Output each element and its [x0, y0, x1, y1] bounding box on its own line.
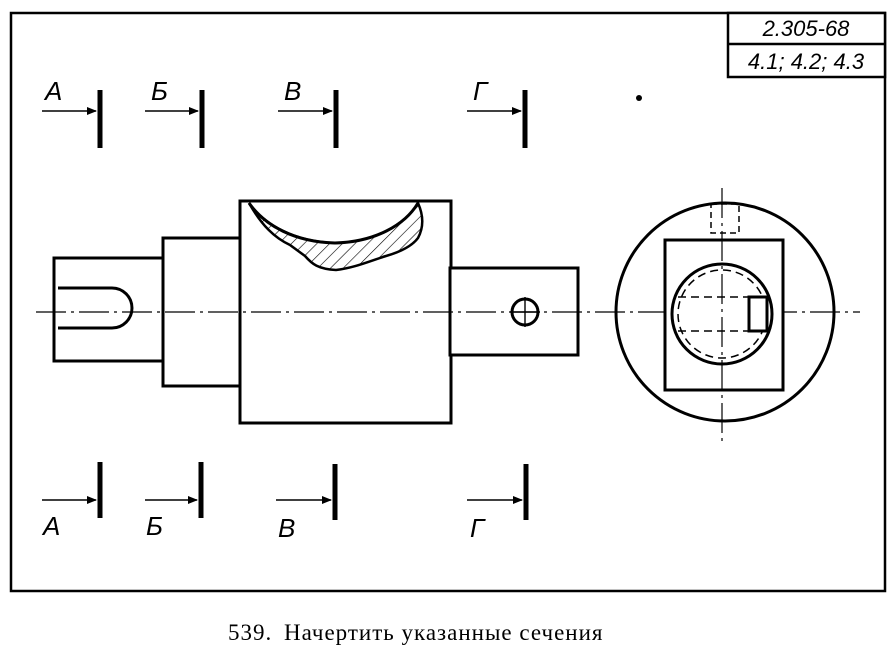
section-label-b-top: Б: [151, 76, 168, 106]
section-label-a-top: А: [43, 76, 62, 106]
section-label-g-bottom: Г: [470, 513, 486, 543]
section-markers-bottom: А Б В Г: [41, 462, 529, 543]
shaft-side-view: [614, 188, 836, 442]
section-label-v-bottom: В: [278, 513, 295, 543]
caption-number: 539.: [228, 620, 272, 645]
section-marker-a-bottom: А: [41, 462, 103, 541]
section-marker-b-bottom: Б: [145, 462, 204, 541]
section-marker-v-bottom: В: [276, 464, 338, 543]
title-block: 2.305-68 4.1; 4.2; 4.3: [726, 11, 887, 79]
standard-number: 2.305-68: [762, 16, 851, 41]
figure-caption: 539. Начертить указанные сечения: [228, 620, 603, 645]
keyway-slot: [58, 286, 134, 330]
section-label-a-bottom: А: [41, 511, 60, 541]
section-marker-g-bottom: Г: [467, 464, 529, 543]
side-view-hidden-slot: [710, 203, 740, 234]
section-label-g-top: Г: [473, 76, 489, 106]
section-markers-top: А Б В Г: [42, 76, 528, 148]
section-marker-v-top: В: [278, 76, 339, 148]
section-marker-b-top: Б: [145, 76, 205, 148]
standard-clauses: 4.1; 4.2; 4.3: [748, 49, 865, 74]
side-view-outer-circle: [614, 201, 836, 423]
caption-text: Начертить указанные сечения: [284, 620, 603, 645]
section-label-b-bottom: Б: [146, 511, 163, 541]
section-marker-g-top: Г: [467, 76, 528, 148]
drawing-frame: [9, 11, 887, 593]
ink-dot: [636, 95, 642, 101]
side-view-keyway: [747, 295, 769, 333]
section-marker-a-top: А: [42, 76, 103, 148]
section-label-v-top: В: [284, 76, 301, 106]
